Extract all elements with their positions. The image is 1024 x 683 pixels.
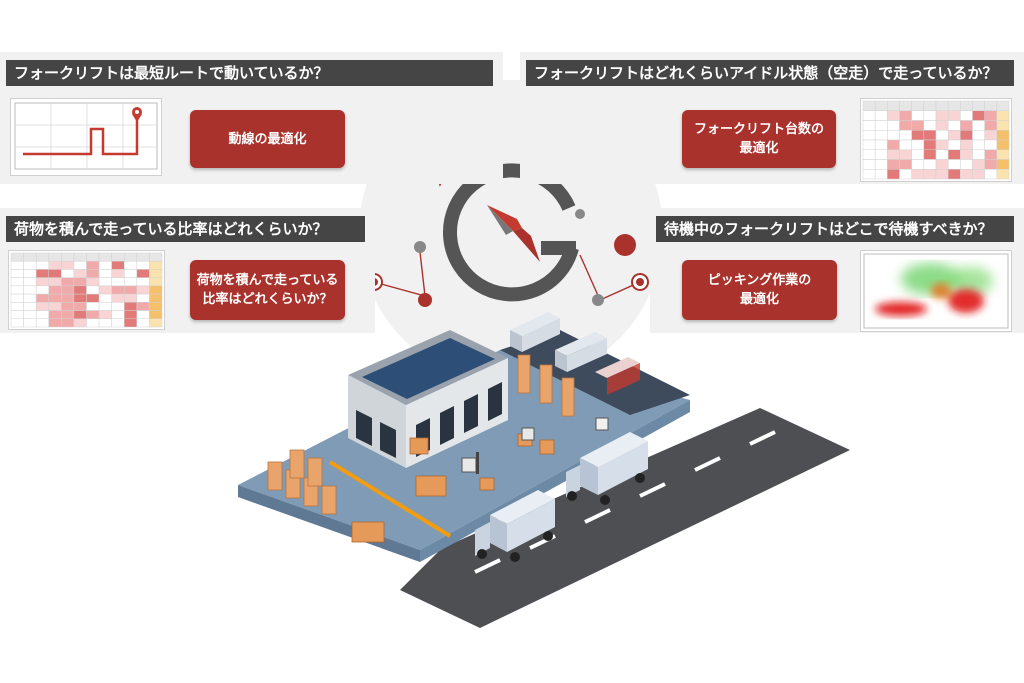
orange-lane [328,460,452,538]
compass-needle-red [487,205,522,231]
heatmap-table-thumbnail [860,98,1012,182]
road-truck-2 [475,490,555,562]
yard [238,350,690,550]
panel-heading: フォークリフトは最短ルートで動いているか？ [6,60,493,86]
route-optimization-button[interactable]: 動線の最適化 [190,110,345,168]
map-pin-icon [132,107,142,122]
network-dot [575,209,585,219]
panel-shortest-route: フォークリフトは最短ルートで動いているか？ 動線の最適化 [0,52,503,184]
storage-racks-left [267,449,337,515]
floor-plan-route-thumbnail [10,98,162,176]
warehouse-building [348,330,508,468]
panel-heading: フォークリフトはどれくらいアイドル状態（空走）で走っているか？ [526,60,1014,86]
road [400,408,850,628]
heat-cell [996,169,1010,180]
forklift-icon [461,417,609,474]
network-dot [592,294,604,306]
network-dot [418,293,432,307]
compass-needle-red-2 [513,228,540,262]
forklift-count-optimization-button[interactable]: フォークリフト台数の 最適化 [682,110,836,168]
route-line [23,117,139,156]
panel-standby-location: 待機中のフォークリフトはどこで待機すべきか？ ピッキング作業の 最適化 [650,208,1024,333]
network-dot [614,234,636,256]
network-dot [414,241,426,253]
panel-heading: 待機中のフォークリフトはどこで待機すべきか？ [656,216,1014,242]
heat-cell [149,318,163,328]
picking-optimization-button[interactable]: ピッキング作業の 最適化 [682,260,837,320]
loaded-ratio-button[interactable]: 荷物を積んで走っている 比率はどれくらいか？ [190,260,345,320]
panel-idle-running: フォークリフトはどれくらいアイドル状態（空走）で走っているか？ フォークリフト台… [520,52,1024,184]
floor-heatmap-thumbnail [860,250,1012,332]
storage-racks-dock [517,354,575,417]
panel-heading: 荷物を積んで走っている比率はどれくらいか？ [6,216,365,242]
road-truck-1 [566,432,648,505]
compass-needle-gray [487,205,513,235]
panel-loaded-ratio: 荷物を積んで走っている比率はどれくらいか？ 荷物を積んで走っている 比率はどれく… [0,208,375,333]
dock-trucks [510,312,640,395]
heatmap-table-thumbnail [8,250,165,330]
